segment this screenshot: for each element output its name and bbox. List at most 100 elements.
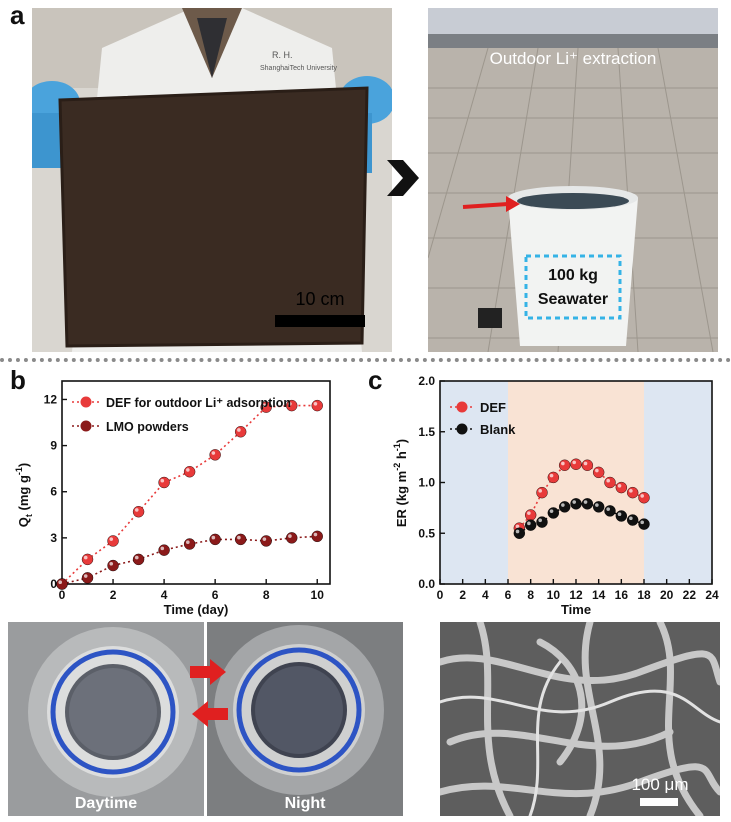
chart-c-data-point-highlight <box>527 511 531 515</box>
chart-c-data-point <box>592 501 605 513</box>
chart-c-data-point <box>547 471 560 484</box>
chart-c-x-axis-label: Time <box>561 602 591 617</box>
chart-b-data-point-highlight <box>288 534 292 538</box>
chart-c-legend-label: DEF <box>480 400 506 415</box>
chart-c-data-point <box>638 492 650 504</box>
chart-c-data-point <box>581 459 594 471</box>
chart-b-data-point <box>107 535 119 547</box>
chart-c-data-point <box>524 519 537 531</box>
chart-c-x-tick-label: 24 <box>705 588 719 602</box>
chart-b-data-point <box>183 466 196 478</box>
chart-b-x-axis-label: Time (day) <box>164 602 229 617</box>
chart-b-legend-label: DEF for outdoor Li⁺ adsorption <box>106 396 291 410</box>
chart-c-y-tick-label: 0.0 <box>418 577 435 591</box>
chart-c-data-point-highlight <box>538 518 542 523</box>
night-label: Night <box>285 795 327 812</box>
chart-c-x-tick-label: 22 <box>683 588 697 602</box>
chart-b-x-tick-label: 2 <box>110 588 117 602</box>
chart-b-data-point <box>132 506 145 518</box>
chart-b-data-point-highlight <box>313 532 318 537</box>
chart-b-y-axis-label-text: Qt (mg g-1) <box>14 463 34 527</box>
chart-b-data-point-highlight <box>109 537 114 541</box>
night-photo-drawing: Night <box>207 622 403 816</box>
chart-b-data-point <box>56 578 68 590</box>
chart-b-data-point <box>132 553 145 566</box>
chart-c-data-point-highlight <box>640 494 644 498</box>
night-photo: Night <box>207 622 403 816</box>
chart-c-data-point-highlight <box>549 509 554 513</box>
coat-embroidery-line2: ShanghaiTech University <box>260 65 338 72</box>
chart-b-x-tick-label: 6 <box>212 588 219 602</box>
chart-c-x-tick-label: 0 <box>437 588 444 602</box>
chart-b-data-point <box>158 544 170 556</box>
coat-embroidery-line1: R. H. <box>272 50 293 60</box>
chart-c-y-tick-label: 0.5 <box>418 526 435 540</box>
chart-c-data-point-highlight <box>561 461 565 466</box>
sem-scale-text: 100 μm <box>631 775 688 794</box>
chart-c-data-point-highlight <box>617 483 622 488</box>
chart-b-data-point-highlight <box>237 428 241 432</box>
chart-b-data-point <box>260 535 272 547</box>
chart-c-y-tick-label: 2.0 <box>418 374 435 388</box>
outdoor-photo-drawing: Outdoor Li⁺ extraction 100 kg Seawater <box>428 8 718 352</box>
chart-c-data-point <box>626 514 639 526</box>
chart-c-data-point <box>547 507 560 519</box>
chart-b-series-line <box>61 404 318 585</box>
panel-label-b: b <box>10 365 26 395</box>
chart-c-data-point <box>536 486 548 499</box>
chart-b-data-point-highlight <box>186 540 190 545</box>
chart-c-y-tick-label: 1.0 <box>418 476 435 490</box>
chart-b-data-point-highlight <box>58 580 62 584</box>
chart-c-data-point-highlight <box>572 460 576 465</box>
chart-c-data-point <box>615 481 628 494</box>
chart-c-legend-marker <box>456 401 468 413</box>
panel-label-a: a <box>10 0 25 30</box>
chart-c-data-point <box>558 501 571 513</box>
chart-c-data-point <box>626 486 639 499</box>
chart-c-band <box>644 381 712 584</box>
outdoor-title: Outdoor Li⁺ extraction <box>490 49 657 68</box>
chart-c-data-point-highlight <box>595 503 599 507</box>
chart-c-data-point <box>604 476 616 489</box>
chart-b-data-point <box>234 426 247 438</box>
chart-b-data-point-highlight <box>211 535 216 540</box>
chart-b-y-tick-label: 9 <box>50 439 57 453</box>
chart-b-data-point-highlight <box>134 555 139 560</box>
chart-c-y-axis-label-text: ER (kg m-2 h-1) <box>392 439 409 527</box>
chart-b-data-point-highlight <box>262 403 267 408</box>
chart-c-x-tick-label: 4 <box>482 588 489 602</box>
chart-c-data-point <box>524 509 537 521</box>
chart-b-data-point-highlight <box>134 508 139 512</box>
chart-c-band <box>440 381 508 584</box>
chart-c-data-point <box>581 498 594 510</box>
chart-b-data-point-highlight <box>160 478 165 483</box>
chart-b-x-tick-label: 0 <box>59 588 66 602</box>
chart-b-legend-label: LMO powders <box>106 420 189 434</box>
chart-b-data-point <box>311 530 323 543</box>
chart-c-data-point-highlight <box>629 516 633 521</box>
daytime-label: Daytime <box>75 795 137 812</box>
chart-c-x-tick-label: 10 <box>547 588 561 602</box>
chart-c-data-point <box>513 527 526 539</box>
chart-c-x-tick-label: 14 <box>592 588 606 602</box>
chart-c-x-tick-label: 6 <box>505 588 512 602</box>
chart-b-y-tick-label: 12 <box>44 392 58 406</box>
chart-c-x-tick-label: 2 <box>459 588 466 602</box>
chart-b-y-tick-label: 0 <box>50 577 57 591</box>
chart-c-data-point <box>604 505 616 517</box>
outdoor-photo: Outdoor Li⁺ extraction 100 kg Seawater <box>428 8 718 352</box>
chart-b-data-point-highlight <box>83 574 88 578</box>
chart-c-data-point <box>558 459 571 471</box>
chart-b-legend-marker <box>80 396 92 408</box>
chart-b-legend-marker <box>80 420 92 432</box>
chart-c-data-point <box>536 516 548 528</box>
sem-image-drawing: 100 μm <box>440 622 720 816</box>
chart-b-data-point <box>158 476 170 489</box>
chart-b-data-point <box>81 553 94 566</box>
chart-c-data-point-highlight <box>629 489 633 493</box>
chart-b-data-point <box>81 572 94 584</box>
chart-b-y-axis-label: Qt (mg g-1) <box>14 463 34 527</box>
chart-c-data-point-highlight <box>583 461 588 466</box>
chart-c-data-point <box>638 518 650 530</box>
